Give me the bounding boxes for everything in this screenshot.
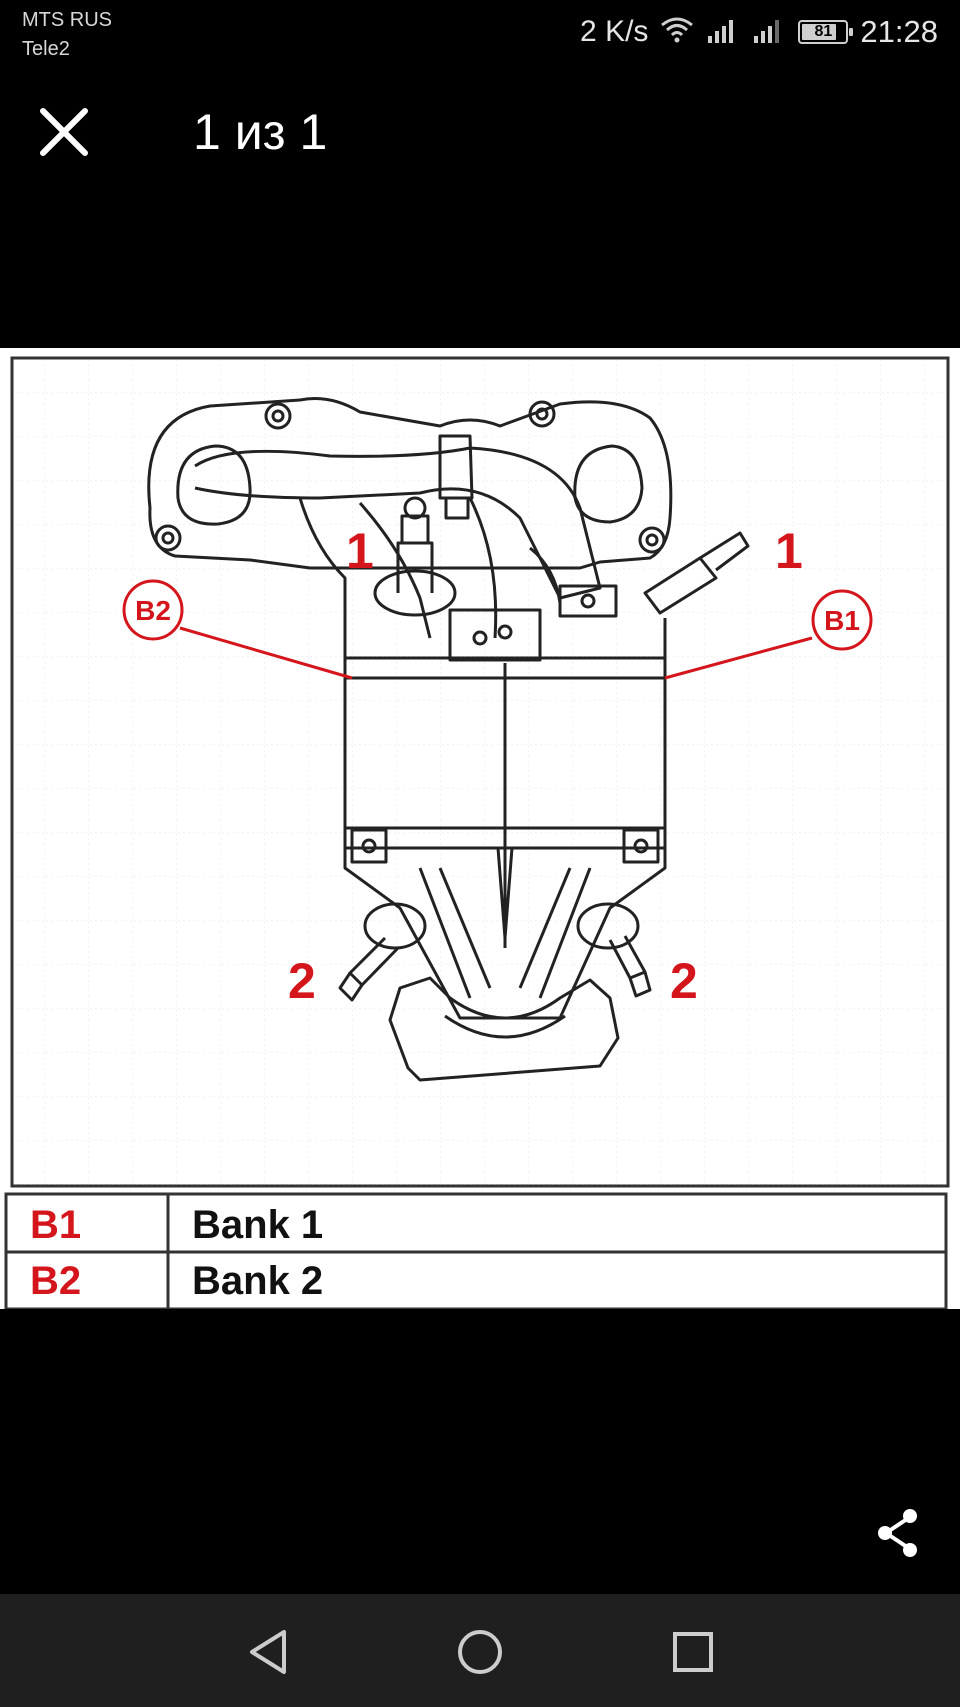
legend-table: B1 Bank 1 B2 Bank 2 <box>4 1192 948 1309</box>
carrier-secondary: Tele2 <box>22 38 70 60</box>
callouts: 1 1 2 2 <box>288 523 803 1009</box>
recents-square-icon <box>673 1632 713 1672</box>
callout-2-left: 2 <box>288 953 316 1009</box>
callout-1-right: 1 <box>775 523 803 579</box>
legend-code-b1: B1 <box>30 1203 81 1247</box>
home-circle-icon <box>458 1630 502 1674</box>
recents-button[interactable] <box>663 1622 723 1682</box>
signal-icon <box>706 15 740 50</box>
callout-2-right: 2 <box>670 953 698 1009</box>
legend-code-b2: B2 <box>30 1259 81 1303</box>
back-triangle-icon <box>250 1630 286 1674</box>
carrier-info: MTS RUS Tele2 <box>22 6 112 64</box>
wifi-icon <box>660 15 694 50</box>
bank1-badge-label: B1 <box>824 605 860 636</box>
catalytic-converter-diagram: 1 1 2 2 B2 B1 B1 Bank 1 B2 Bank 2 <box>0 348 960 1309</box>
share-button[interactable] <box>870 1505 926 1561</box>
carrier-primary: MTS RUS <box>22 9 112 31</box>
callout-1-left: 1 <box>346 523 374 579</box>
image-counter: 1 из 1 <box>193 104 328 160</box>
navigation-bar <box>0 1594 960 1707</box>
battery-percent: 81 <box>814 23 833 40</box>
exhaust-manifold-drawing <box>147 397 750 1082</box>
share-icon <box>878 1509 917 1557</box>
bank-badges <box>122 579 873 680</box>
battery-level <box>802 24 837 40</box>
bank2-badge-label: B2 <box>135 595 171 626</box>
close-icon <box>40 108 88 156</box>
signal-icon-secondary <box>752 15 786 50</box>
status-bar: MTS RUS Tele2 2 K/s <box>0 0 960 64</box>
back-button[interactable] <box>238 1622 298 1682</box>
drawing-frame <box>10 356 950 1188</box>
image-content[interactable]: 1 1 2 2 B2 B1 B1 Bank 1 B2 Bank 2 <box>0 348 960 1309</box>
status-indicators: 2 K/s <box>580 10 938 54</box>
viewer-top-bar: 1 из 1 <box>0 64 960 194</box>
battery-icon: 81 <box>798 20 854 44</box>
legend-text-bank2: Bank 2 <box>192 1259 323 1303</box>
network-speed: 2 K/s <box>580 15 649 48</box>
close-button[interactable] <box>30 98 98 166</box>
home-button[interactable] <box>450 1622 510 1682</box>
clock: 21:28 <box>860 14 938 49</box>
legend-text-bank1: Bank 1 <box>192 1203 323 1247</box>
